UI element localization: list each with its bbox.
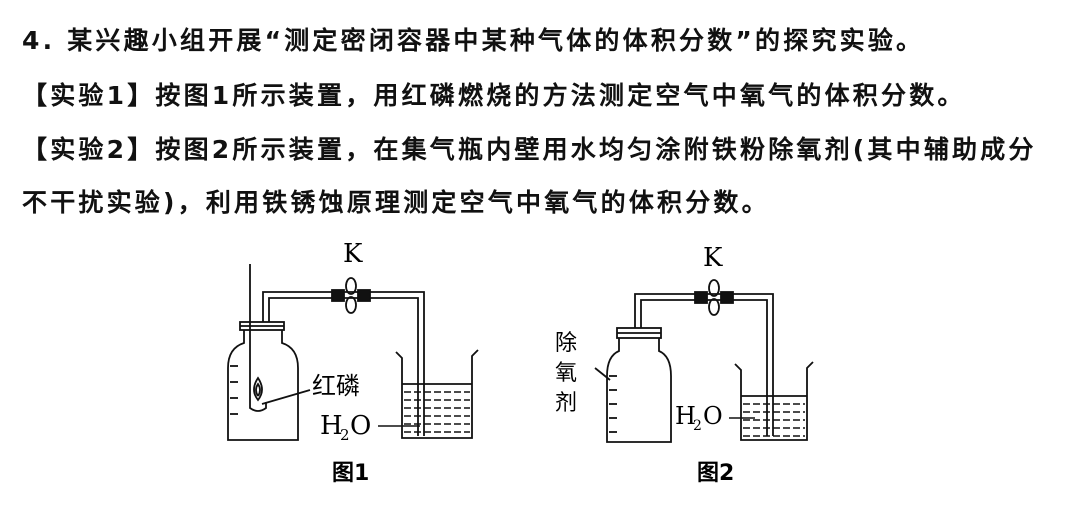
water-label-h: H bbox=[320, 411, 343, 441]
deoxidizer-label-char-3: 剂 bbox=[555, 391, 577, 416]
experiment-2-text: 【实验2】按图2所示装置，在集气瓶内壁用水均匀涂附铁粉除氧剂(其中辅助成分 bbox=[22, 135, 1037, 164]
figure-2-apparatus: K 除 氧 剂 H 2 O 图2 bbox=[555, 230, 855, 505]
clamp-k-label-2: K bbox=[703, 243, 723, 273]
water-label-h-2: H bbox=[675, 402, 696, 430]
experiment-1-text: 【实验1】按图1所示装置，用红磷燃烧的方法测定空气中氧气的体积分数。 bbox=[22, 81, 966, 110]
figure-1-caption: 图1 bbox=[332, 461, 369, 486]
water-label-subscript: 2 bbox=[340, 426, 350, 444]
deoxidizer-label-char-2: 氧 bbox=[555, 361, 577, 386]
figure-2-caption: 图2 bbox=[697, 461, 734, 486]
water-label-o-2: O bbox=[703, 402, 723, 430]
figure-1-apparatus: K 红磷 H 2 O 图1 bbox=[200, 230, 500, 505]
question-line-1: 4. 某兴趣小组开展“测定密闭容器中某种气体的体积分数”的探究实验。 bbox=[22, 26, 925, 55]
clamp-k-label: K bbox=[343, 239, 363, 269]
water-label-o: O bbox=[350, 411, 371, 441]
water-label-subscript-2: 2 bbox=[693, 418, 702, 434]
red-phosphorus-label: 红磷 bbox=[312, 372, 360, 400]
deoxidizer-label-char-1: 除 bbox=[555, 331, 577, 356]
experiment-2-text-continued: 不干扰实验)，利用铁锈蚀原理测定空气中氧气的体积分数。 bbox=[22, 188, 770, 217]
